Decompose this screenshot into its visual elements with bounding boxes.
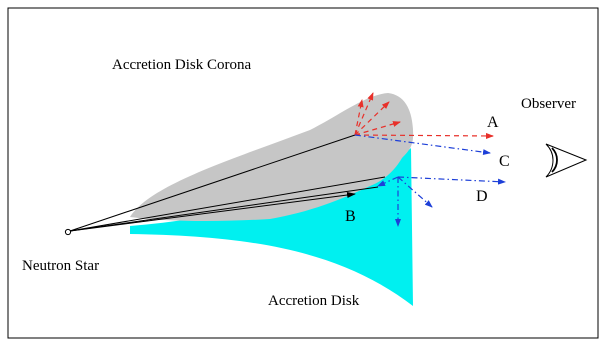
ray-d-label: D: [476, 188, 488, 205]
ray-a-label: A: [487, 114, 499, 131]
ray-c-label: C: [499, 153, 510, 170]
observer-label: Observer: [521, 96, 576, 112]
reflected-rays: [354, 134, 506, 227]
corona-shape: [130, 93, 414, 222]
direct-rays: [69, 134, 386, 232]
neutron-star-label: Neutron Star: [22, 258, 99, 274]
observer-eye-icon: [545, 143, 588, 178]
figure-frame: [7, 7, 599, 339]
accretion-disk-label: Accretion Disk: [268, 293, 360, 309]
neutron-star-marker: [64, 228, 72, 236]
corona-label: Accretion Disk Corona: [112, 57, 251, 73]
scattered-rays: [354, 92, 494, 139]
ray-b-label: B: [345, 208, 356, 225]
